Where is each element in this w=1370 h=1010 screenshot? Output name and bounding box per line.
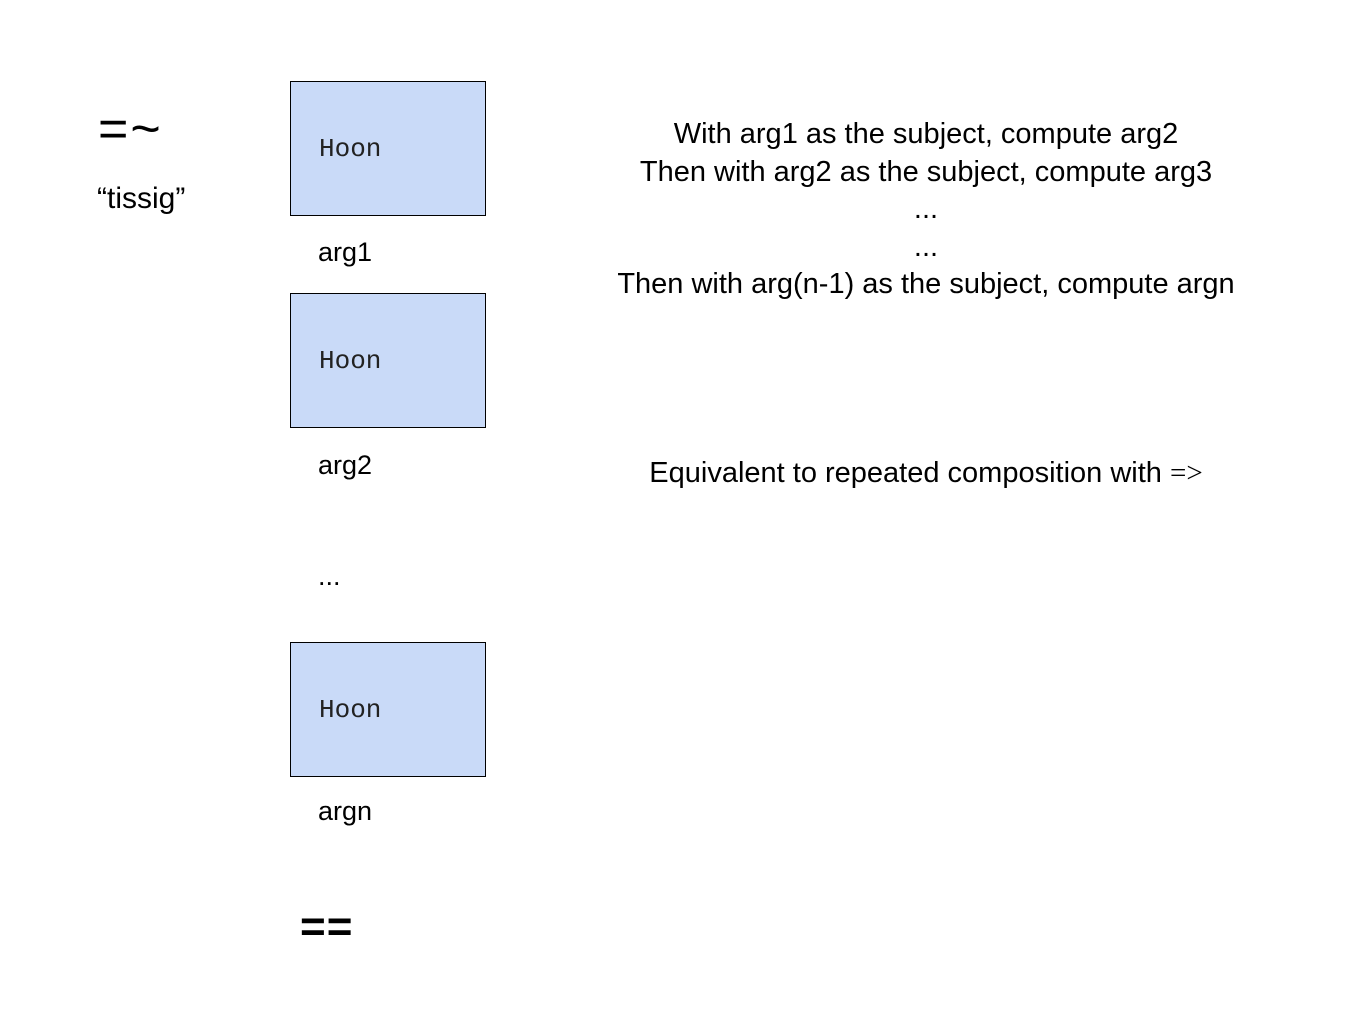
arg2-label: arg2 [318,450,373,480]
equivalence-note: Equivalent to repeated composition with … [560,454,1292,492]
description-block: With arg1 as the subject, compute arg2 T… [560,116,1292,304]
description-line: With arg1 as the subject, compute arg2 [673,118,1179,150]
description-line: Then with arg(n-1) as the subject, compu… [617,268,1235,300]
rune-glyph: =~ [98,100,163,158]
description-line: ... [913,193,939,225]
equivalence-text: Equivalent to repeated composition with [649,457,1170,489]
description-line: Then with arg2 as the subject, compute a… [639,155,1213,188]
equivalence-rune: => [1169,457,1203,489]
children-ellipsis: ... [318,561,341,591]
hoon-box-label: Hoon [319,694,382,725]
terminator: == [300,902,354,951]
description-line: ... [913,230,939,263]
arg1-label: arg1 [318,237,373,267]
hoon-box-label: Hoon [319,133,382,164]
argn-label: argn [318,796,373,826]
rune-name: “tissig” [97,182,186,215]
hoon-box-arg2: Hoon [290,293,486,428]
hoon-box-label: Hoon [319,345,382,376]
hoon-box-arg1: Hoon [290,81,486,216]
hoon-box-argn: Hoon [290,642,486,777]
